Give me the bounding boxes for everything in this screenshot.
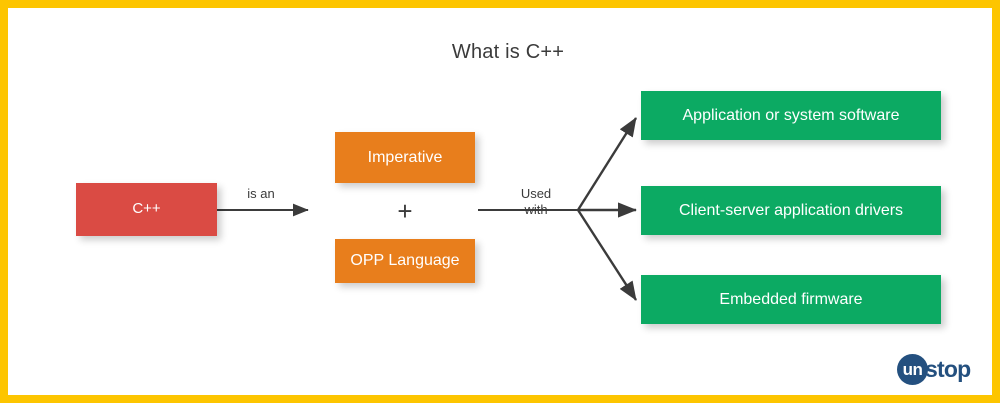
arrow-hub-to-embedded	[576, 209, 638, 301]
node-imperative[interactable]: Imperative	[335, 132, 475, 183]
edge-label-used-with: Used with	[520, 186, 552, 218]
node-application-or-system-software[interactable]: Application or system software	[641, 91, 941, 140]
plus-combinator: +	[397, 195, 413, 226]
unstop-logo-mark-text: un	[902, 360, 923, 379]
edge-label-is-an: is an	[247, 186, 275, 201]
node-cpp[interactable]: C++	[76, 183, 217, 236]
node-embedded-firmware[interactable]: Embedded firmware	[641, 275, 941, 324]
diagram-inner: What is C++ C++ is an Imperative + OPP L…	[8, 8, 992, 395]
arrow-hub-to-application	[576, 117, 638, 211]
page-title: What is C++	[451, 41, 565, 63]
node-opp-language[interactable]: OPP Language	[335, 239, 475, 283]
node-client-server-application-drivers[interactable]: Client-server application drivers	[641, 186, 941, 235]
unstop-logo-word: stop	[925, 356, 971, 382]
unstop-logo-mark-icon: un	[897, 353, 928, 385]
unstop-logo[interactable]: un stop	[897, 352, 987, 386]
